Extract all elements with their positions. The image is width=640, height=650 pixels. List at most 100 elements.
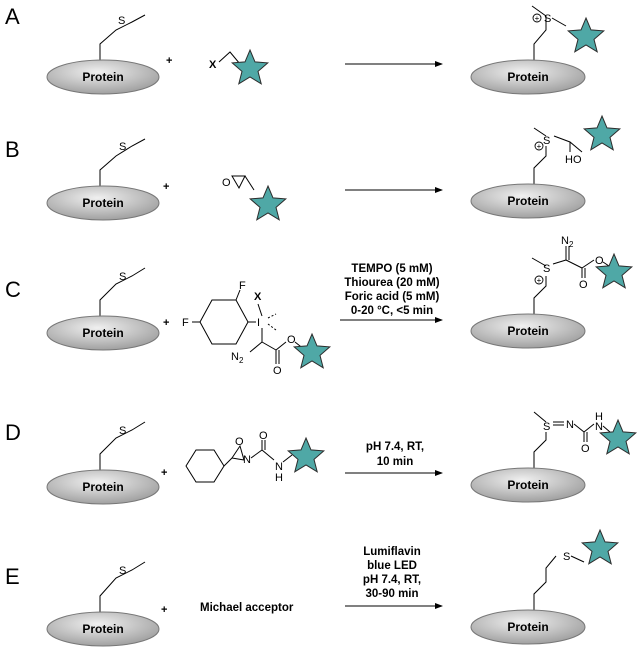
star-tag-icon <box>582 114 622 151</box>
protein-ellipse-icon <box>46 469 160 505</box>
ester-oxygen: O <box>287 334 296 346</box>
protein-substrate-e: S Protein <box>46 561 160 647</box>
row-a: A S Protein + X S + Protein <box>5 4 606 95</box>
positive-charge-icon <box>534 141 544 151</box>
conditions-d: pH 7.4, RT, 10 min <box>366 441 424 468</box>
protein-label: Protein <box>82 622 123 636</box>
diazo-subscript: 2 <box>569 240 574 249</box>
protein-label: Protein <box>507 324 548 338</box>
protein-label: Protein <box>507 478 548 492</box>
oxaziridine-ring <box>231 444 245 461</box>
protein-label: Protein <box>82 326 123 340</box>
leaving-group-x: X <box>209 59 217 71</box>
reagent-d-oxaziridine: O N O N H <box>185 430 326 484</box>
protein-ellipse-icon <box>46 185 160 221</box>
s-methyl-bond <box>531 5 547 17</box>
star-tag-icon <box>580 528 620 565</box>
hydroxyl-group: HO <box>565 154 582 166</box>
star-tag-icon <box>566 16 606 53</box>
nitrogen-atom: N <box>566 419 574 431</box>
protein-label: Protein <box>507 194 548 208</box>
charge-sign: + <box>537 276 542 285</box>
positive-charge-icon <box>534 275 544 285</box>
nh-nitrogen: N <box>595 421 603 433</box>
product-chain <box>533 146 547 186</box>
conditions-c: TEMPO (5 mM) Thiourea (20 mM) Foric acid… <box>344 263 439 317</box>
n-c-bond <box>573 423 585 433</box>
star-tag-icon <box>292 332 332 369</box>
protein-ellipse-icon <box>470 467 586 503</box>
ester-bond <box>275 341 287 351</box>
star-tag-icon <box>230 48 270 85</box>
protein-substrate-d: S Protein <box>46 421 160 505</box>
condition-line: Thiourea (20 mM) <box>344 277 439 289</box>
protein-label: Protein <box>82 196 123 210</box>
condition-line: Foric acid (5 mM) <box>345 291 440 303</box>
protein-substrate-c: S Protein <box>46 267 160 351</box>
plus-sign: + <box>163 317 169 329</box>
product-a: S + Protein <box>470 5 606 95</box>
product-chain <box>533 276 547 316</box>
sulfur-atom: S <box>118 15 125 27</box>
sulfur-atom: S <box>119 425 126 437</box>
sulfur-atom: S <box>119 141 126 153</box>
methionine-chain <box>99 267 146 318</box>
star-tag-icon <box>598 418 638 455</box>
condition-line: 30-90 min <box>365 588 418 600</box>
protein-ellipse-icon <box>46 611 160 647</box>
row-d: D S Protein + O N O N H pH 7.4, RT, 10 m <box>5 411 638 505</box>
c-n2-bond <box>249 341 263 353</box>
carbonyl-oxygen: O <box>581 443 590 455</box>
c-carbonyl-bond <box>565 259 583 269</box>
protein-ellipse-icon <box>46 315 160 351</box>
michael-acceptor-label: Michael acceptor <box>200 602 294 614</box>
ring-bond <box>223 457 233 467</box>
product-e: S Protein <box>470 528 620 645</box>
benzene-ring <box>185 449 225 483</box>
carbonyl-oxygen: O <box>259 430 268 442</box>
nh-hydrogen: H <box>275 472 283 484</box>
star-tag-icon <box>594 252 634 289</box>
diazo-subscript: 2 <box>239 356 244 365</box>
protein-label: Protein <box>507 70 548 84</box>
condition-line: TEMPO (5 mM) <box>351 263 432 275</box>
dashed-bond <box>267 313 277 319</box>
nitrogen-atom: N <box>243 454 251 466</box>
protein-substrate-b: S Protein <box>46 138 160 221</box>
counterion-x: X <box>254 291 262 303</box>
reagent-c-hypervalent-iodine: F F I X N 2 O O <box>182 280 332 377</box>
reagent-bond <box>218 51 241 65</box>
s-c-bond <box>552 259 567 265</box>
condition-line: pH 7.4, RT, <box>366 441 424 453</box>
condition-line: 0-20 °C, <5 min <box>351 305 433 317</box>
fluorine-atom: F <box>182 317 189 329</box>
product-chain <box>533 555 557 612</box>
sulfonium-atom: S <box>544 13 551 25</box>
row-label-a: A <box>5 4 20 29</box>
sulfonium-atom: S <box>543 263 550 275</box>
reagent-a: X <box>209 48 270 85</box>
condition-line: 10 min <box>377 456 413 468</box>
protein-ellipse-icon <box>46 59 160 95</box>
row-label-c: C <box>5 277 21 302</box>
reagent-b-epoxide: O <box>222 175 288 221</box>
s-methyl-bond <box>531 257 547 267</box>
n-c-bond <box>250 449 263 459</box>
condition-line: pH 7.4, RT, <box>363 574 421 586</box>
protein-ellipse-icon <box>470 59 586 95</box>
epoxide-ring <box>231 175 246 190</box>
protein-ellipse-icon <box>470 313 586 349</box>
i-x-bond <box>257 303 263 317</box>
protein-label: Protein <box>507 620 548 634</box>
row-b: B S Protein + O S + HO Protein <box>5 114 622 221</box>
methionine-chain <box>99 138 146 188</box>
benzene-ring <box>199 299 249 345</box>
n-star-bond <box>602 425 611 433</box>
row-label-e: E <box>5 564 20 589</box>
fluorine-atom: F <box>239 280 246 292</box>
protein-label: Protein <box>82 480 123 494</box>
sulfur-atom: S <box>563 551 570 563</box>
star-tag-icon <box>286 436 326 473</box>
plus-sign: + <box>163 181 169 193</box>
